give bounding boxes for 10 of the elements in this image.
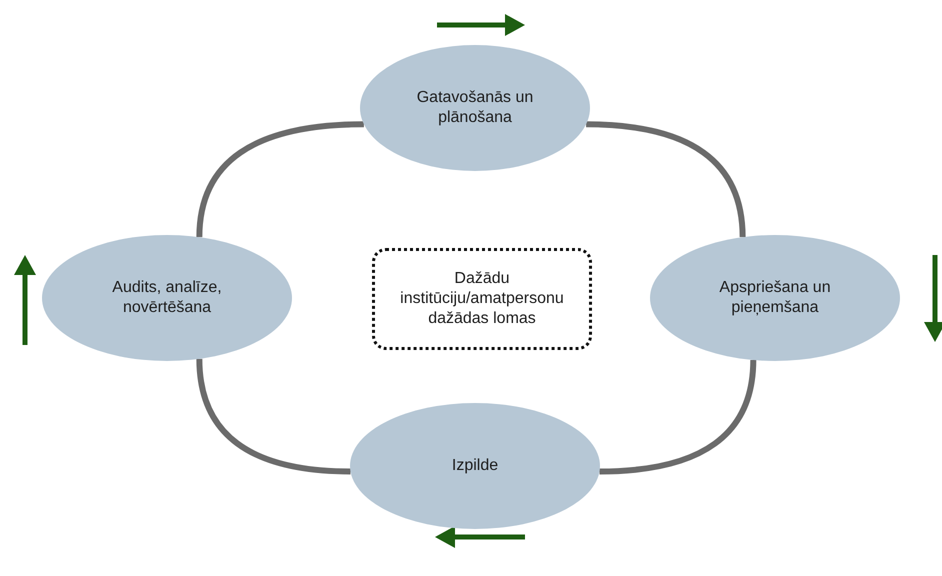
node-label: Izpilde bbox=[452, 456, 498, 476]
connector-arc bbox=[586, 121, 746, 238]
connector-arc bbox=[599, 360, 756, 474]
connector-arc bbox=[196, 358, 351, 474]
note-box bbox=[372, 248, 592, 350]
node-label: Apspriešana un pieņemšana bbox=[718, 278, 832, 318]
node-label: Gatavošanās un plānošana bbox=[416, 88, 534, 128]
connector-arc bbox=[196, 121, 364, 238]
node-label: Dažādu institūciju/amatpersonu dažādas lomas bbox=[399, 269, 565, 329]
node-label: Audits, analīze, novērtēšana bbox=[111, 278, 223, 318]
